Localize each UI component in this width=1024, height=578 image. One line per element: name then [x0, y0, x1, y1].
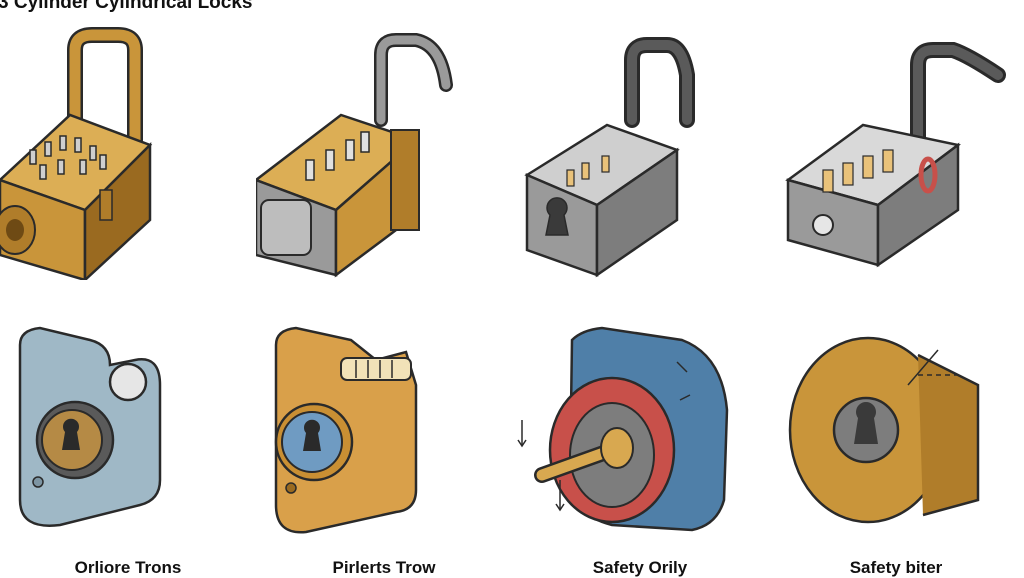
page-title: 3 Cylinder Cylindrical Locks: [0, 0, 253, 13]
brass-padlock-illustration: [0, 20, 256, 280]
cutaway-steel-padlock-illustration: [512, 20, 768, 280]
cutaway-steel-padlock-with-spring-illustration: [768, 20, 1024, 280]
blue-red-rotor-lock-illustration: Safety Orily: [512, 300, 768, 577]
caption-4: Safety biter: [849, 558, 943, 577]
caption-2: Pirlerts Trow: [332, 558, 436, 577]
caption-1: Orliore Trons: [74, 558, 182, 577]
blue-red-rotor-lock-drawing: [517, 326, 729, 532]
steel-padlock-illustration: [256, 20, 512, 280]
steel-padlock-drawing: [256, 33, 453, 278]
blue-grey-cylinder-lock-illustration: Orliore Trons: [0, 300, 256, 577]
cutaway-steel-padlock-drawing: [524, 37, 695, 278]
blue-grey-cylinder-lock-drawing: [18, 326, 162, 527]
brass-padlock-drawing: [0, 27, 153, 280]
brass-cylinder-lock-drawing: [274, 326, 418, 534]
brass-disc-lock-illustration: Safety biter: [768, 300, 1024, 577]
cutaway-spring-padlock-drawing: [785, 42, 1006, 268]
brass-cylinder-lock-illustration: Pirlerts Trow: [256, 300, 512, 577]
caption-3: Safety Orily: [592, 558, 688, 577]
brass-disc-lock-drawing: [788, 336, 980, 524]
